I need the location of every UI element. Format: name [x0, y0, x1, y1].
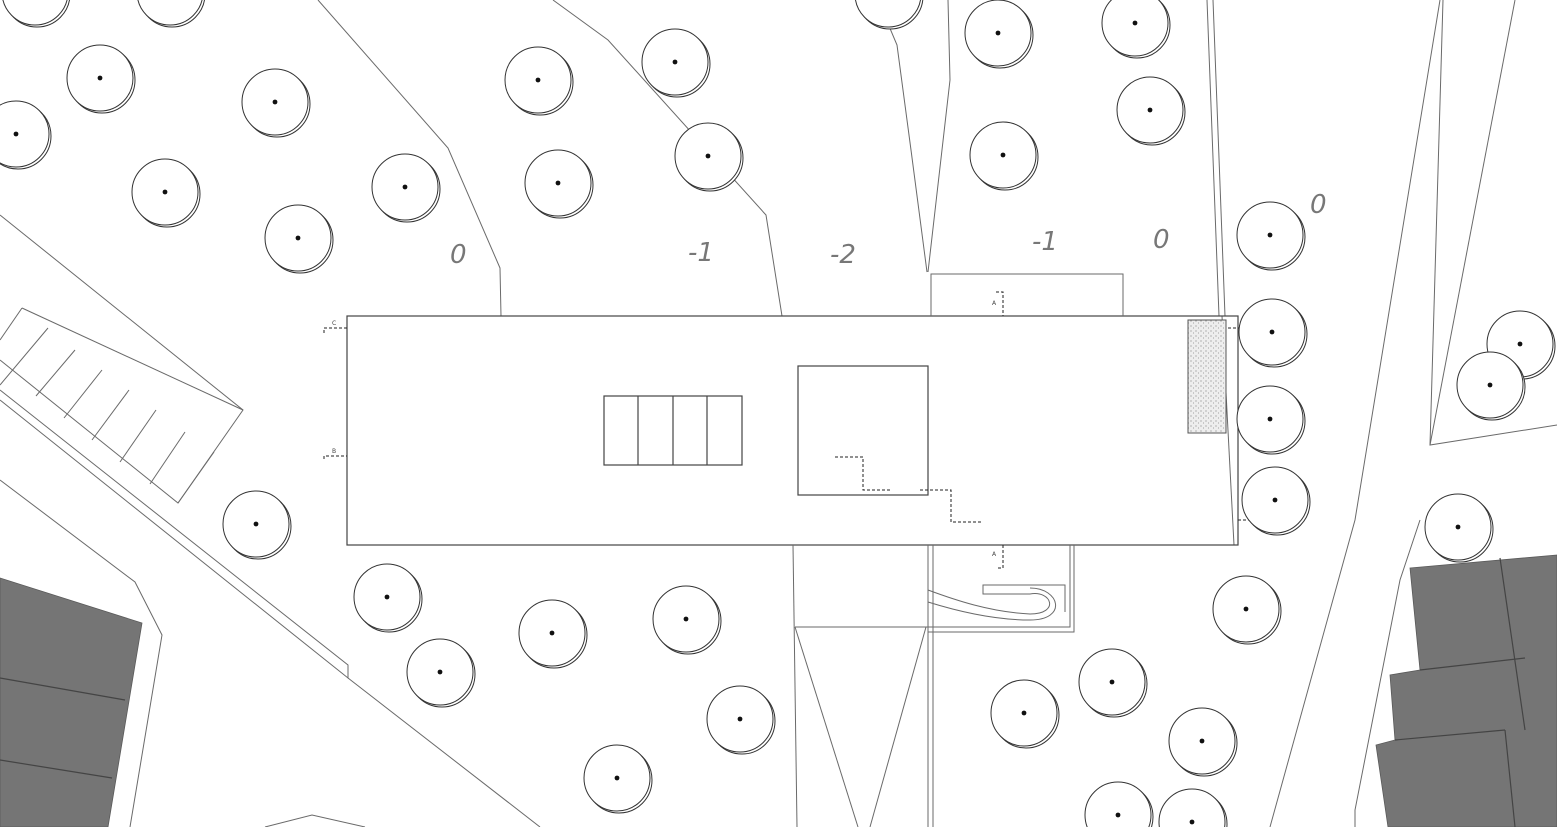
tree-symbol-icon [406, 638, 476, 708]
mark-a-bottom: A [992, 551, 997, 558]
neighbor-building-right [1375, 554, 1557, 827]
tree-symbol-icon [1084, 781, 1154, 827]
tree-symbol-icon [1078, 648, 1148, 718]
section-cut-icon: A [992, 545, 1004, 569]
tree-symbol-icon [131, 158, 201, 228]
tree-symbol-icon [1158, 788, 1228, 827]
tree-symbol-icon [518, 599, 588, 669]
tree-symbol-icon [1241, 466, 1311, 536]
section-cuts: C B A A C B [323, 291, 1261, 569]
planter [1187, 319, 1227, 434]
tree-symbol-icon [1424, 493, 1494, 563]
tree-symbol-icon [137, 0, 205, 28]
tree-symbol-icon [641, 28, 711, 98]
mark-b-left: B [332, 448, 336, 455]
elevation-labels: 0 -1 -2 -1 0 0 [450, 190, 1327, 270]
tree-symbol-icon [0, 100, 52, 170]
elev-3: -2 [830, 240, 856, 270]
courtyard-void [797, 365, 929, 496]
tree-symbol-icon [524, 149, 594, 219]
tree-symbol-icon [1238, 298, 1308, 368]
main-building [346, 273, 1239, 546]
section-cut-icon: B [323, 448, 347, 459]
mark-a-top: A [992, 300, 997, 307]
tree-symbol-icon [1168, 707, 1238, 777]
tree-symbol-icon [241, 68, 311, 138]
tree-symbol-icon [2, 0, 70, 28]
tree-symbol-icon [66, 44, 136, 114]
tree-symbol-icon [706, 685, 776, 755]
tree-symbol-icon [1236, 385, 1306, 455]
section-cut-icon: C [323, 320, 347, 333]
building-outline [346, 315, 1239, 546]
elev-1: 0 [450, 240, 467, 270]
tree-symbol-icon [674, 122, 744, 192]
elev-6: 0 [1310, 190, 1327, 220]
elev-5: 0 [1153, 225, 1170, 255]
tree-symbol-icon [1456, 351, 1526, 421]
tree-symbol-icon [969, 121, 1039, 191]
neighbor-building-left [0, 577, 143, 827]
tree-symbol-icon [652, 585, 722, 655]
tree-symbol-icon [990, 679, 1060, 749]
tree-symbol-icon [964, 0, 1034, 69]
tree-symbol-icon [504, 46, 574, 116]
tree-symbol-icon [264, 204, 334, 274]
tree-symbol-icon [1212, 575, 1282, 645]
tree-symbol-icon [353, 563, 423, 633]
tree-symbol-icon [583, 744, 653, 814]
tree-symbol-icon [1116, 76, 1186, 146]
south-entry [792, 544, 1075, 827]
tree-symbol-icon [222, 490, 292, 560]
mark-c: C [332, 320, 336, 327]
tree-symbol-icon [855, 0, 924, 30]
tree-symbol-icon [1236, 201, 1306, 271]
elev-4: -1 [1032, 227, 1058, 257]
section-cut-icon: A [992, 291, 1004, 316]
tree-symbol-icon [371, 153, 441, 223]
neighbor-buildings [0, 554, 1557, 827]
parking-stalls [0, 307, 244, 504]
tree-symbol-icon [1101, 0, 1171, 59]
elev-2: -1 [688, 238, 714, 268]
